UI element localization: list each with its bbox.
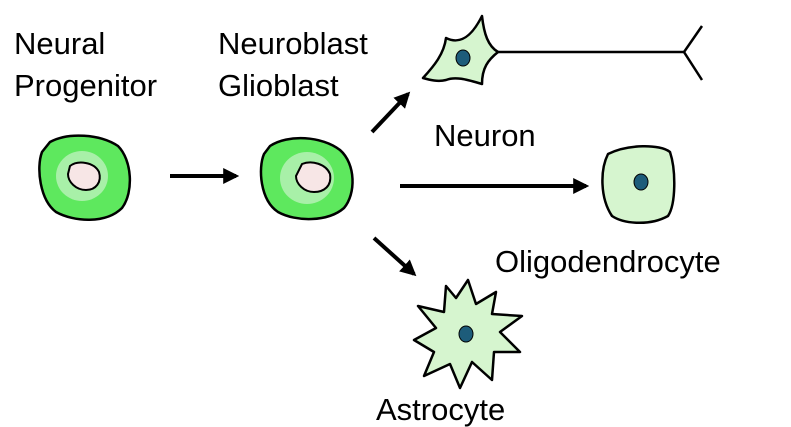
neuron-nucleus xyxy=(456,50,470,66)
oligodendrocyte-nucleus xyxy=(634,174,648,190)
oligodendrocyte-cell-icon xyxy=(602,146,674,223)
progenitor-vacuole xyxy=(68,163,100,190)
arrow-to-neuron xyxy=(372,94,408,132)
neuron-axon-terminal xyxy=(684,26,702,80)
progenitor-label: Progenitor xyxy=(14,68,157,103)
arrow-to-astrocyte xyxy=(374,238,414,274)
blast-vacuole xyxy=(296,162,330,192)
neural-label: Neural xyxy=(14,26,105,61)
glioblast-label: Glioblast xyxy=(218,68,339,103)
astrocyte-label: Astrocyte xyxy=(376,392,505,427)
neuron-label: Neuron xyxy=(434,118,536,153)
neuroblast-label: Neuroblast xyxy=(218,26,368,61)
oligodendrocyte-label: Oligodendrocyte xyxy=(495,244,721,279)
neural-progenitor-cell-icon xyxy=(39,136,130,220)
astrocyte-nucleus xyxy=(459,326,473,342)
neuron-cell-icon xyxy=(423,16,702,84)
neuroblast-glioblast-cell-icon xyxy=(261,138,353,219)
astrocyte-cell-icon xyxy=(414,280,522,388)
